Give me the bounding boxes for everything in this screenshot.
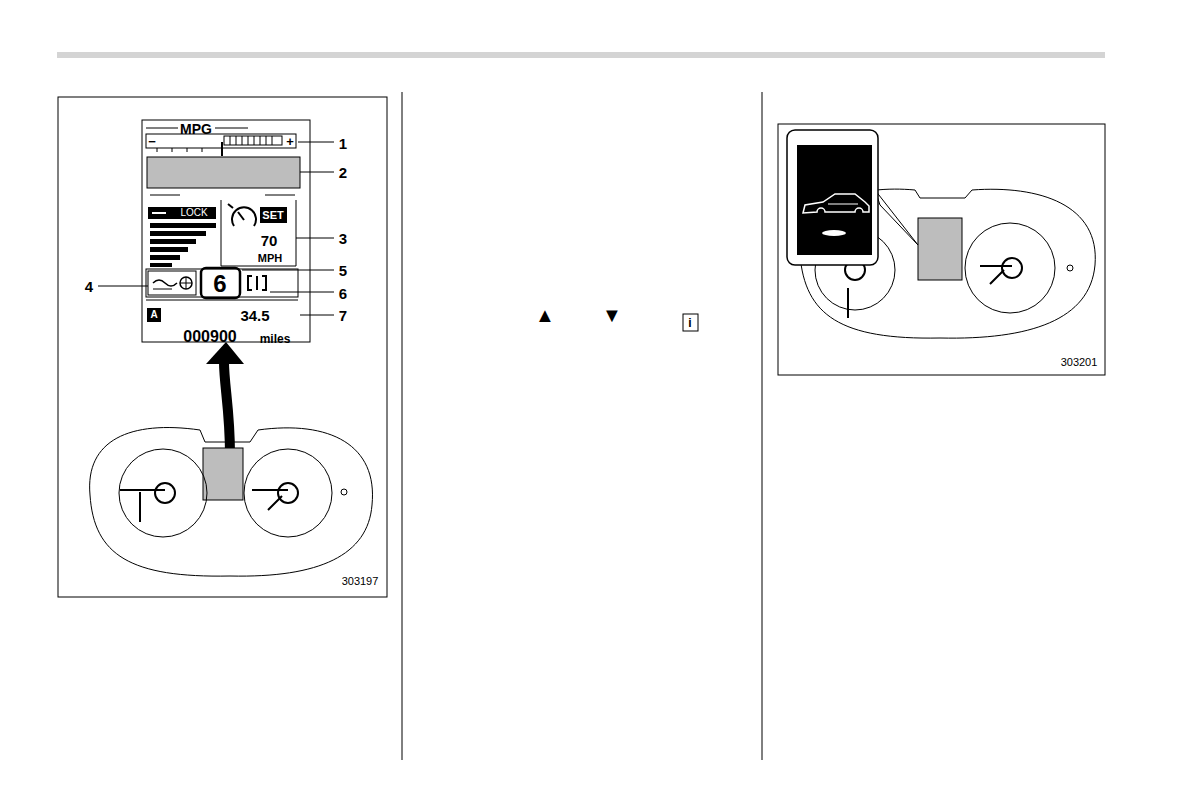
display-title: MPG (180, 122, 212, 136)
scale-plus: + (286, 135, 294, 148)
figure-number: 303201 (1061, 357, 1098, 368)
speed-unit: MPH (258, 253, 282, 264)
lock-text: LOCK (180, 208, 207, 218)
odometer-value: 000900 (183, 329, 236, 345)
callout-number: 4 (85, 279, 93, 294)
callout-number: 6 (339, 286, 347, 301)
set-text: SET (262, 210, 283, 221)
callout-number: 2 (339, 165, 347, 180)
figure-number: 303197 (342, 576, 379, 587)
gear-number: 6 (213, 272, 226, 296)
down-arrow-symbol: ▼ (602, 305, 622, 325)
up-arrow-symbol: ▲ (535, 305, 555, 325)
callout-number: 5 (339, 263, 347, 278)
speed-value: 70 (261, 233, 278, 248)
scale-minus: − (148, 135, 156, 148)
odometer-unit: miles (260, 333, 291, 345)
trip-letter: A (150, 310, 157, 320)
callout-number: 7 (339, 308, 347, 323)
callout-number: 3 (339, 231, 347, 246)
info-symbol: i (688, 317, 691, 329)
trip-value: 34.5 (240, 308, 269, 323)
callout-number: 1 (339, 136, 347, 151)
